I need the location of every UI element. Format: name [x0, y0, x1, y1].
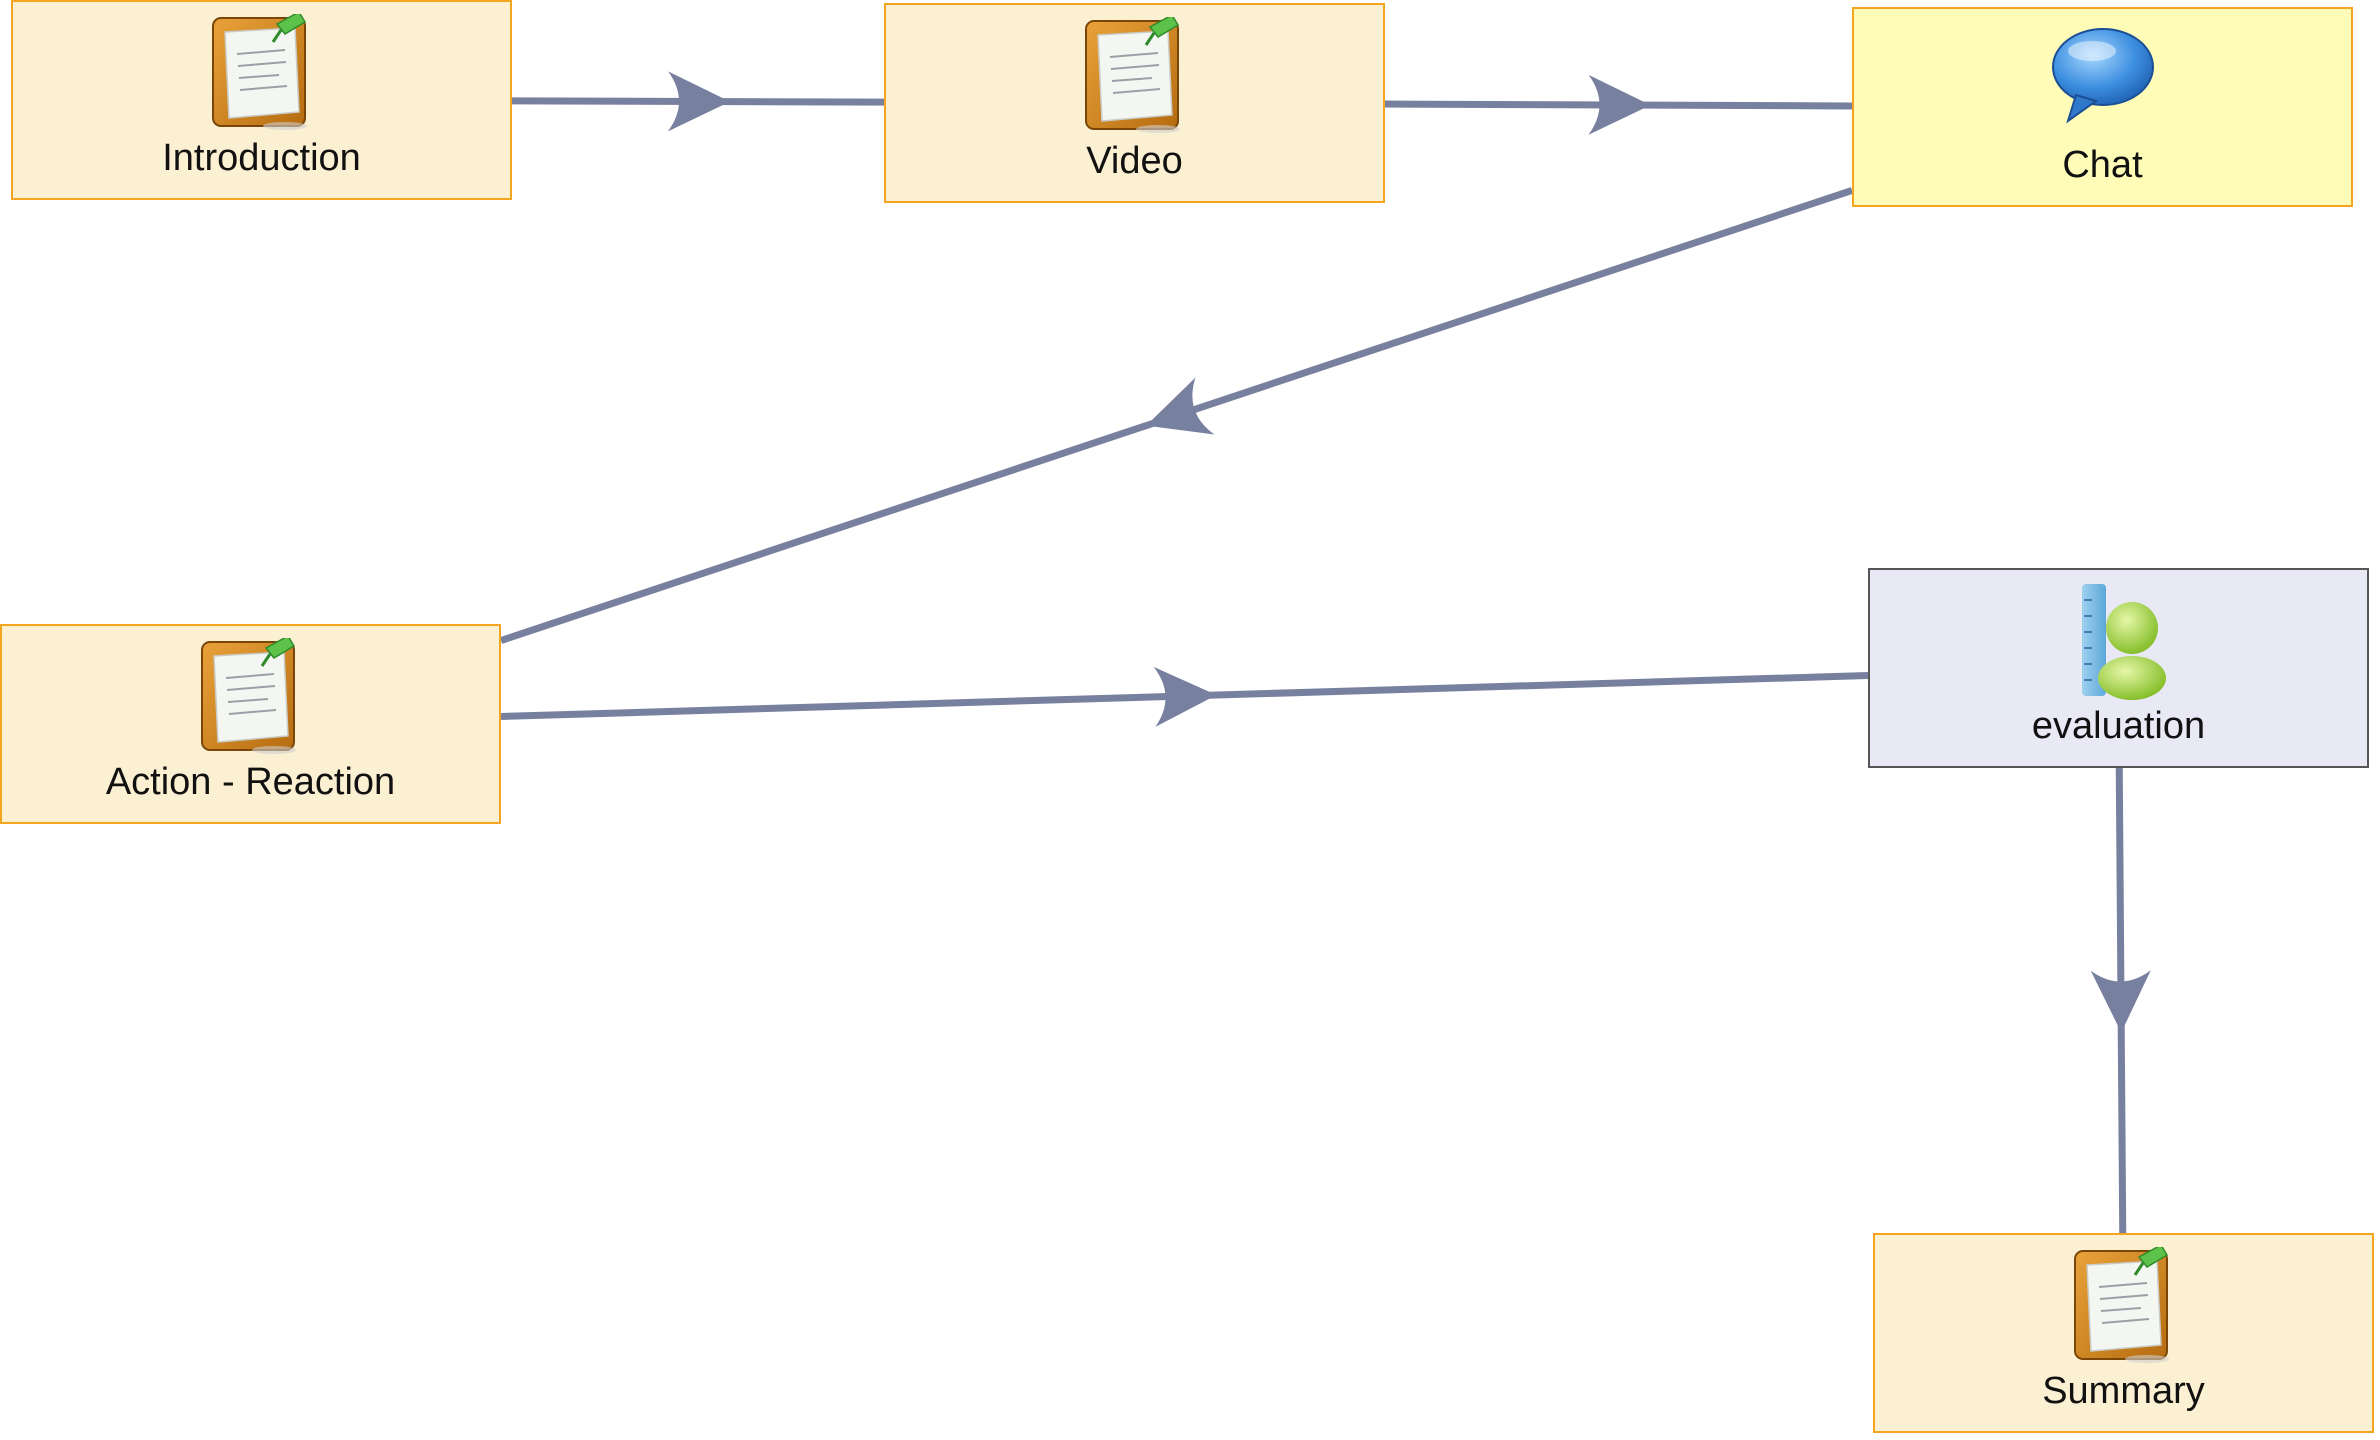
node-action-reaction[interactable]: Action - Reaction [0, 624, 501, 824]
notepad-icon [207, 14, 317, 132]
speech-bubble-icon [2048, 21, 2158, 139]
node-introduction[interactable]: Introduction [11, 0, 512, 200]
notepad-icon [196, 638, 306, 756]
arrowhead-evaluation-to-summary [2090, 970, 2151, 1033]
arrowhead-action-reaction-to-evaluation [1153, 666, 1217, 727]
arrowhead-introduction-to-video [667, 71, 730, 132]
arrowhead-video-to-chat [1588, 74, 1651, 135]
node-label: Video [1086, 140, 1183, 182]
notepad-icon [1080, 17, 1190, 135]
node-summary[interactable]: Summary [1873, 1233, 2374, 1433]
node-label: Summary [2042, 1370, 2205, 1412]
node-label: Introduction [162, 137, 361, 179]
node-video[interactable]: Video [884, 3, 1385, 203]
node-label: Chat [2062, 144, 2143, 186]
node-label: Action - Reaction [105, 761, 396, 803]
notepad-icon [2069, 1247, 2179, 1365]
edges [499, 71, 2151, 1234]
node-label: evaluation [2031, 705, 2206, 747]
learner-ruler-icon [2064, 582, 2174, 700]
arrowhead-chat-to-action-reaction [1146, 377, 1215, 435]
node-evaluation[interactable]: evaluation [1868, 568, 2369, 768]
node-chat[interactable]: Chat [1852, 7, 2353, 207]
